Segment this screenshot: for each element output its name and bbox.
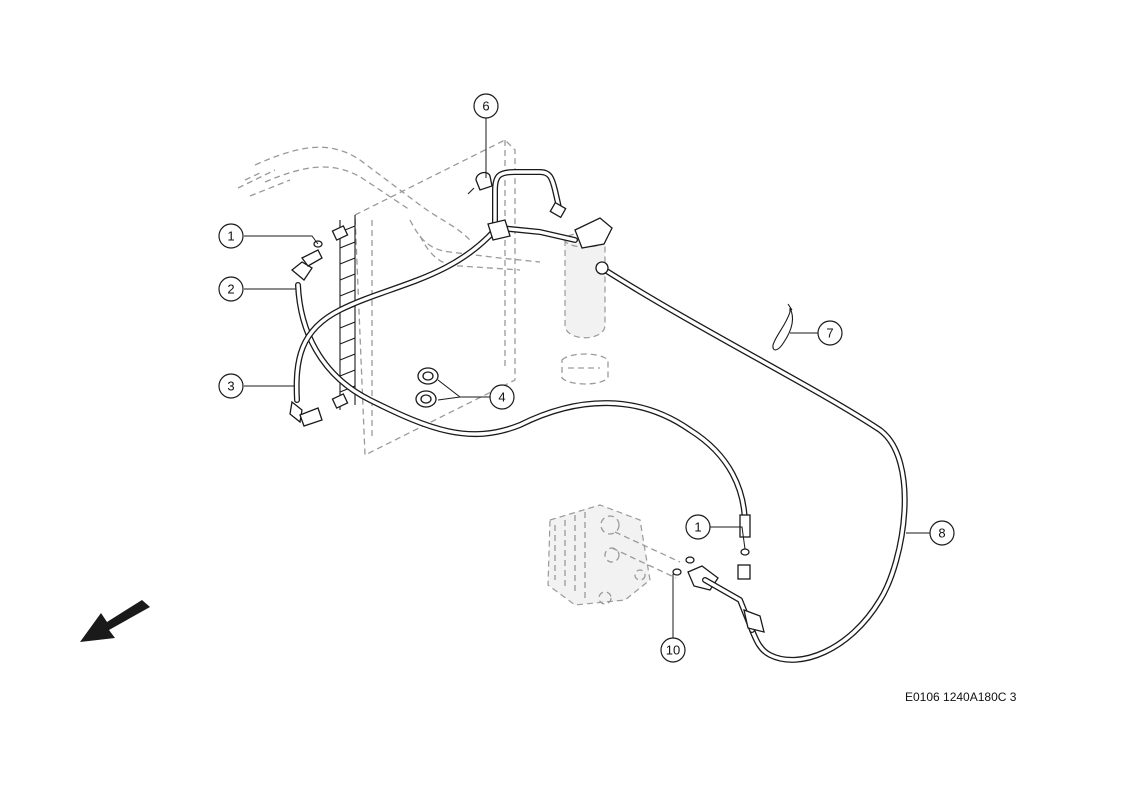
callout-2: 2: [218, 276, 244, 302]
callout-6: 6: [473, 93, 499, 119]
callout-4: 4: [489, 384, 515, 410]
callout-10: 10: [660, 637, 686, 663]
callout-1-upper: 1: [218, 223, 244, 249]
callout-label: 3: [227, 379, 234, 394]
callout-7: 7: [817, 320, 843, 346]
callout-3: 3: [218, 373, 244, 399]
hoses: [293, 169, 908, 663]
direction-arrow-icon: [80, 600, 150, 642]
ghost-components: [237, 139, 681, 606]
callout-8: 8: [929, 520, 955, 546]
callout-label: 1: [694, 520, 701, 535]
callouts: 1 2 3 4 6 7 1 8: [218, 93, 955, 663]
callout-label: 1: [227, 229, 234, 244]
leader-lines: [244, 118, 930, 638]
callout-label: 7: [826, 326, 833, 341]
callout-1-lower: 1: [685, 514, 711, 540]
callout-label: 10: [666, 643, 680, 658]
callout-label: 4: [498, 390, 505, 405]
callout-label: 2: [227, 282, 234, 297]
fittings: [289, 171, 793, 633]
callout-label: 8: [938, 526, 945, 541]
callout-label: 6: [482, 99, 489, 114]
drawing-reference-code: E0106 1240A180C 3: [905, 690, 1017, 704]
